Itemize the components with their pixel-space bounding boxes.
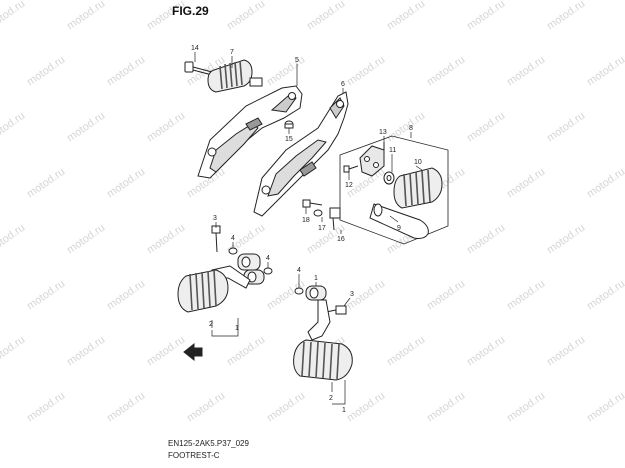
callout-2-right: 2 <box>329 395 333 402</box>
footrest-bar-9 <box>369 203 429 239</box>
washer-4-left-b <box>263 267 273 275</box>
bolt-14 <box>184 61 213 76</box>
callout-3-left: 3 <box>213 215 217 222</box>
callout-6: 6 <box>341 81 345 88</box>
bolt-3-left <box>211 225 221 253</box>
washer-11 <box>383 171 395 185</box>
callout-2-left: 2 <box>209 321 213 328</box>
footrest-rubber-2-left <box>177 269 229 313</box>
figure-title: FIG.29 <box>172 4 209 18</box>
callout-13: 13 <box>379 129 387 136</box>
pivot-block-left <box>237 253 265 285</box>
callout-10: 10 <box>414 159 422 166</box>
pivot-bracket-13 <box>359 142 385 177</box>
callout-4-right: 4 <box>297 267 301 274</box>
callout-8: 8 <box>409 125 413 132</box>
callout-5: 5 <box>295 57 299 64</box>
footrest-rubber-7 <box>207 59 263 93</box>
leader-lines <box>194 52 423 405</box>
callout-16: 16 <box>337 236 345 243</box>
footrest-arm-right <box>307 299 331 341</box>
callout-12: 12 <box>345 182 353 189</box>
footrest-bracket-left <box>197 85 303 179</box>
figure-name: FOOTREST-C <box>168 451 220 460</box>
footrest-rubber-10 <box>393 167 443 209</box>
washer-17 <box>313 209 323 217</box>
footrest-rubber-2-right <box>293 339 353 381</box>
callout-1-left: 1 <box>235 325 239 332</box>
callout-1-right-top: 1 <box>314 275 318 282</box>
subassembly-frame-8 <box>339 135 449 245</box>
bolt-18 <box>302 199 323 208</box>
callout-9: 9 <box>397 225 401 232</box>
callout-17: 17 <box>318 225 326 232</box>
bolt-16 <box>329 207 341 231</box>
front-arrow-icon <box>183 342 203 362</box>
callout-7: 7 <box>230 49 234 56</box>
callout-18: 18 <box>302 217 310 224</box>
callout-4-left-b: 4 <box>266 255 270 262</box>
callout-14: 14 <box>191 45 199 52</box>
callout-labels: 14 7 5 6 15 8 13 11 10 12 9 18 17 16 3 4… <box>191 45 422 414</box>
callout-1-right: 1 <box>342 407 346 414</box>
washer-4-left-a <box>228 247 238 255</box>
screw-12 <box>343 165 359 173</box>
callout-15: 15 <box>285 136 293 143</box>
figure-code: EN125-2AK5.P37_029 <box>168 439 249 448</box>
callout-4-left-a: 4 <box>231 235 235 242</box>
footrest-bracket-right <box>253 91 349 217</box>
pivot-block-right <box>305 285 327 301</box>
callout-3-right: 3 <box>350 291 354 298</box>
callout-11: 11 <box>389 147 396 154</box>
washer-4-right <box>294 287 304 295</box>
washer-15 <box>284 120 294 129</box>
bolt-3-right <box>325 305 347 315</box>
